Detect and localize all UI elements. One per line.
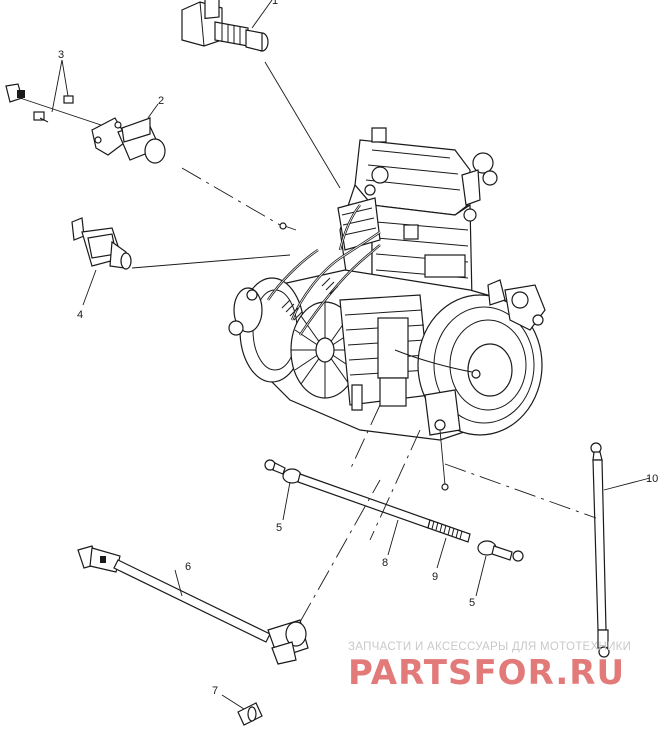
callout-4: 4 (77, 309, 83, 321)
part-3-screws (33, 59, 74, 123)
part-10-ground-strap (444, 442, 651, 658)
watermark: ЗАПЧАСТИ И АКСЕССУАРЫ ДЛЯ МОТОТЕХНИКИ PA… (348, 641, 631, 693)
callout-9: 9 (432, 571, 438, 583)
callout-1: 1 (272, 0, 278, 7)
watermark-tagline: ЗАПЧАСТИ И АКСЕССУАРЫ ДЛЯ МОТОТЕХНИКИ (348, 641, 631, 653)
part-8-cable (264, 404, 524, 597)
callout-6: 6 (185, 561, 191, 573)
callout-7: 7 (212, 685, 218, 697)
callout-8: 8 (382, 557, 388, 569)
part-6-plug-wire (77, 479, 381, 665)
part-2-plug (5, 83, 297, 231)
watermark-logo: PARTSFOR.RU (348, 653, 625, 693)
part-4-switch (71, 217, 291, 306)
callout-5-right: 5 (469, 597, 475, 609)
part-1-sensor (181, 0, 341, 189)
callout-10: 10 (646, 473, 658, 485)
callout-labels: 1 2 3 4 5 5 6 7 8 9 10 (58, 0, 658, 697)
callout-2: 2 (158, 95, 164, 107)
callout-3: 3 (58, 49, 64, 61)
engine-assembly (228, 127, 546, 491)
callout-5-left: 5 (276, 522, 282, 534)
part-7-bolt (221, 694, 263, 726)
